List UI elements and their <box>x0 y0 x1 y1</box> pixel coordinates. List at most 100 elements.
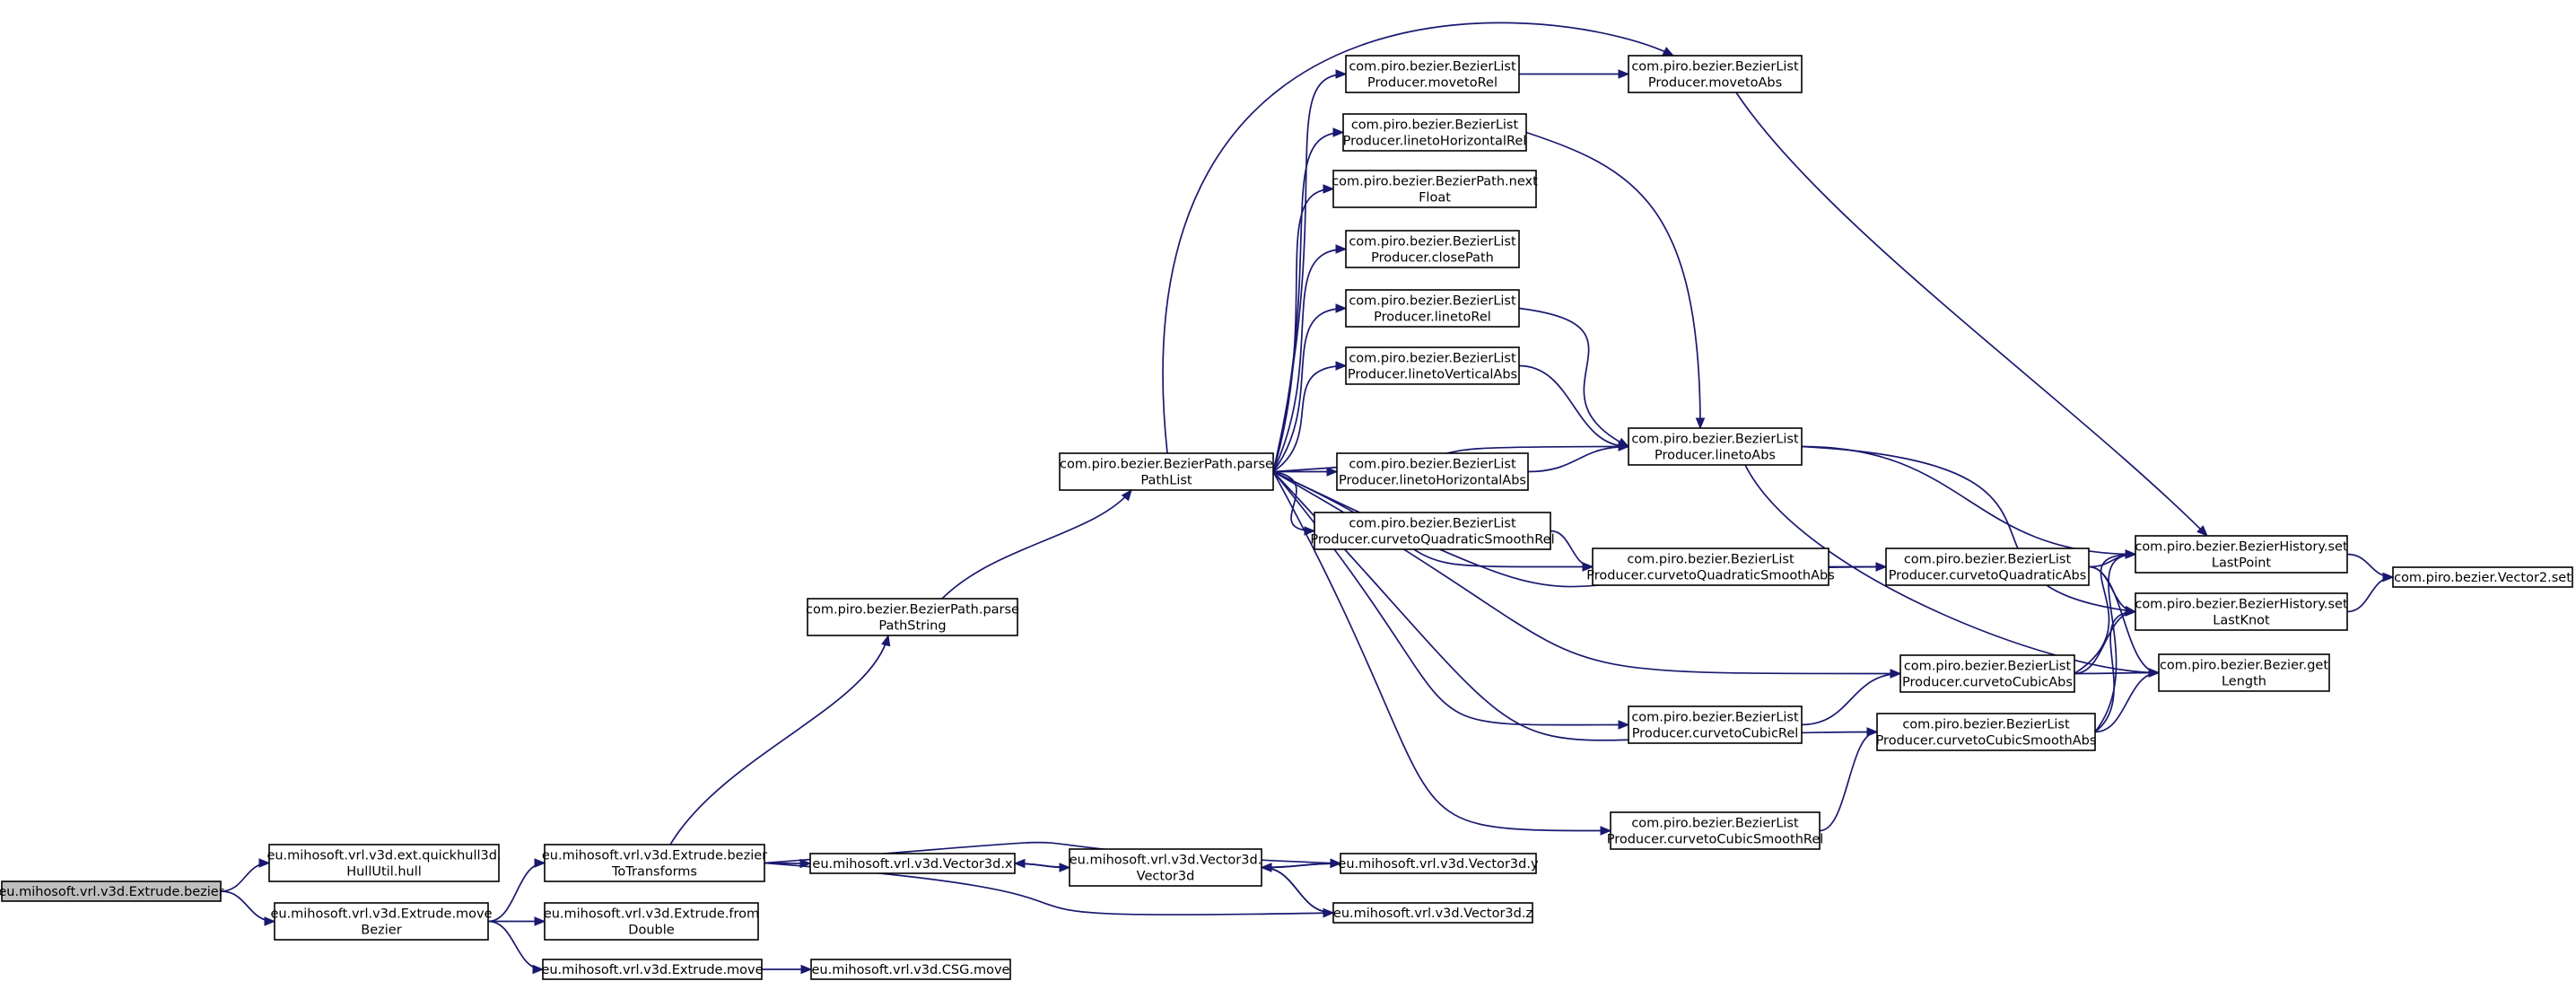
node-movetoAbs[interactable]: com.piro.bezier.BezierListProducer.movet… <box>1628 55 1803 93</box>
node-box <box>807 598 1018 636</box>
node-box <box>1069 848 1262 887</box>
edge-parsePathList-to-linetoVAbs <box>1272 364 1347 473</box>
arrowhead <box>2125 549 2137 559</box>
node-box <box>1592 548 1829 586</box>
node-box <box>1342 113 1527 152</box>
node-box <box>1876 713 2096 751</box>
node-box <box>274 902 489 941</box>
arrowhead <box>1600 826 1612 836</box>
edge-parsePathList-to-cCubicRel <box>1272 470 1629 726</box>
node-label: Double <box>628 924 674 938</box>
node-cQAbs[interactable]: com.piro.bezier.BezierListProducer.curve… <box>1885 548 2090 586</box>
arrowhead <box>1332 127 1345 137</box>
edge-linetoAbs-to-getLength <box>1744 464 2160 674</box>
node-label: com.piro.bezier.BezierList <box>1902 718 2070 732</box>
node-vx[interactable]: eu.mihosoft.vrl.v3d.Vector3d.x <box>809 853 1016 874</box>
edge-parsePathList-to-cQSAbs <box>1272 470 1594 568</box>
node-linetoAbs[interactable]: com.piro.bezier.BezierListProducer.linet… <box>1628 427 1803 466</box>
node-movetoRel[interactable]: com.piro.bezier.BezierListProducer.movet… <box>1345 55 1520 93</box>
node-label: com.piro.bezier.BezierList <box>1349 517 1516 531</box>
node-label: eu.mihosoft.vrl.v3d.CSG.move <box>812 963 1010 977</box>
edge-linetoAbs-to-setLastPoint <box>1801 445 2136 556</box>
node-cCubicAbs[interactable]: com.piro.bezier.BezierListProducer.curve… <box>1899 654 2075 693</box>
node-extrudeMove[interactable]: eu.mihosoft.vrl.v3d.Extrude.move <box>541 959 764 980</box>
node-label: Producer.movetoAbs <box>1648 76 1782 91</box>
node-closePath[interactable]: com.piro.bezier.BezierListProducer.close… <box>1345 230 1520 268</box>
node-cQSAbs[interactable]: com.piro.bezier.BezierListProducer.curve… <box>1586 548 1835 586</box>
node-box <box>1345 230 1520 268</box>
node-label: com.piro.bezier.BezierList <box>1631 60 1799 74</box>
arrowhead <box>881 634 891 647</box>
node-label: Producer.closePath <box>1371 251 1494 266</box>
edge-linetoRel-to-linetoAbs <box>1518 307 1629 448</box>
node-label: com.piro.bezier.BezierList <box>1631 433 1799 447</box>
node-label: Producer.curvetoQuadraticAbs <box>1889 569 2087 583</box>
node-label: Producer.linetoRel <box>1374 311 1491 325</box>
arrowhead <box>2125 607 2137 617</box>
node-parsePathString[interactable]: com.piro.bezier.BezierPath.parsePathStri… <box>806 598 1019 636</box>
node-label: eu.mihosoft.vrl.v3d.Vector3d.x <box>812 857 1013 872</box>
edge-parsePathList-to-movetoAbs <box>1162 22 1674 454</box>
node-bezierToTransforms[interactable]: eu.mihosoft.vrl.v3d.Extrude.bezierToTran… <box>542 844 767 882</box>
node-box <box>1345 55 1520 93</box>
edge-parsePathList-to-cQSRel <box>1272 470 1315 532</box>
arrowhead <box>1323 184 1335 194</box>
node-label: com.piro.bezier.BezierList <box>1349 458 1516 472</box>
edge-cCSAbs-to-setLastPoint <box>2094 553 2136 733</box>
node-box <box>1332 902 1533 924</box>
node-setLastPoint[interactable]: com.piro.bezier.BezierHistory.setLastPoi… <box>2135 535 2348 574</box>
node-linetoHAbs[interactable]: com.piro.bezier.BezierListProducer.linet… <box>1336 452 1529 491</box>
arrowhead <box>1330 858 1342 869</box>
node-label: com.piro.bezier.BezierPath.parse <box>1060 458 1273 472</box>
node-label: Vector3d <box>1137 870 1195 884</box>
node-vy[interactable]: eu.mihosoft.vrl.v3d.Vector3d.y <box>1338 853 1539 874</box>
node-label: Length <box>2222 675 2266 689</box>
arrowhead <box>1326 467 1339 477</box>
node-cCSAbs[interactable]: com.piro.bezier.BezierListProducer.curve… <box>1876 713 2097 751</box>
node-vctor[interactable]: eu.mihosoft.vrl.v3d.Vector3d.Vector3d <box>1069 848 1262 887</box>
node-label: com.piro.bezier.BezierList <box>1349 352 1516 366</box>
node-linetoVAbs[interactable]: com.piro.bezier.BezierListProducer.linet… <box>1345 346 1520 385</box>
node-label: eu.mihosoft.vrl.v3d.Vector3d.y <box>1338 857 1539 872</box>
edge-cQAbs-to-getLength <box>2088 565 2160 674</box>
node-cCubicRel[interactable]: com.piro.bezier.BezierListProducer.curve… <box>1628 705 1803 744</box>
arrowhead <box>1013 858 1026 869</box>
node-label: com.piro.bezier.BezierList <box>1631 711 1799 725</box>
node-box <box>1899 654 2075 693</box>
edge-parsePathString-to-parsePathList <box>941 489 1132 600</box>
node-label: com.piro.bezier.Vector2.set <box>2394 571 2572 585</box>
node-hull[interactable]: eu.mihosoft.vrl.v3d.ext.quickhull3d.Hull… <box>266 844 502 882</box>
edge-linetoAbs-to-setLastKnot <box>1801 445 2136 613</box>
node-vz[interactable]: eu.mihosoft.vrl.v3d.Vector3d.z <box>1332 902 1533 924</box>
node-label: com.piro.bezier.BezierList <box>1631 817 1799 831</box>
node-bezier[interactable]: eu.mihosoft.vrl.v3d.Extrude.bezier <box>0 880 224 902</box>
node-box <box>1885 548 2090 586</box>
node-label: com.piro.bezier.BezierPath.next <box>1332 175 1538 189</box>
arrowhead <box>1890 669 1902 679</box>
node-box <box>1336 452 1529 491</box>
node-v2set[interactable]: com.piro.bezier.Vector2.set <box>2392 566 2573 588</box>
node-box <box>1345 289 1520 328</box>
node-box <box>1345 346 1520 385</box>
node-label: PathString <box>878 619 946 634</box>
node-cCSRel[interactable]: com.piro.bezier.BezierListProducer.curve… <box>1607 811 1824 850</box>
node-csgMove[interactable]: eu.mihosoft.vrl.v3d.CSG.move <box>810 959 1011 980</box>
node-box <box>1 880 222 902</box>
node-linetoRel[interactable]: com.piro.bezier.BezierListProducer.linet… <box>1345 289 1520 328</box>
edge-linetoHRel-to-linetoAbs <box>1525 131 1701 429</box>
node-label: Producer.curvetoQuadraticSmoothAbs <box>1586 569 1835 583</box>
node-label: com.piro.bezier.BezierList <box>1349 294 1516 309</box>
node-label: Producer.linetoHorizontalRel <box>1343 135 1527 149</box>
node-setLastKnot[interactable]: com.piro.bezier.BezierHistory.setLastKno… <box>2135 592 2348 631</box>
edge-cCSAbs-to-setLastKnot <box>2094 610 2136 733</box>
node-label: Producer.curvetoCubicAbs <box>1902 676 2073 690</box>
node-cQSRel[interactable]: com.piro.bezier.BezierListProducer.curve… <box>1310 512 1555 550</box>
node-linetoHRel[interactable]: com.piro.bezier.BezierListProducer.linet… <box>1342 113 1527 152</box>
node-label: eu.mihosoft.vrl.v3d.Extrude.from <box>544 907 759 922</box>
node-label: eu.mihosoft.vrl.v3d.ext.quickhull3d. <box>266 849 501 863</box>
